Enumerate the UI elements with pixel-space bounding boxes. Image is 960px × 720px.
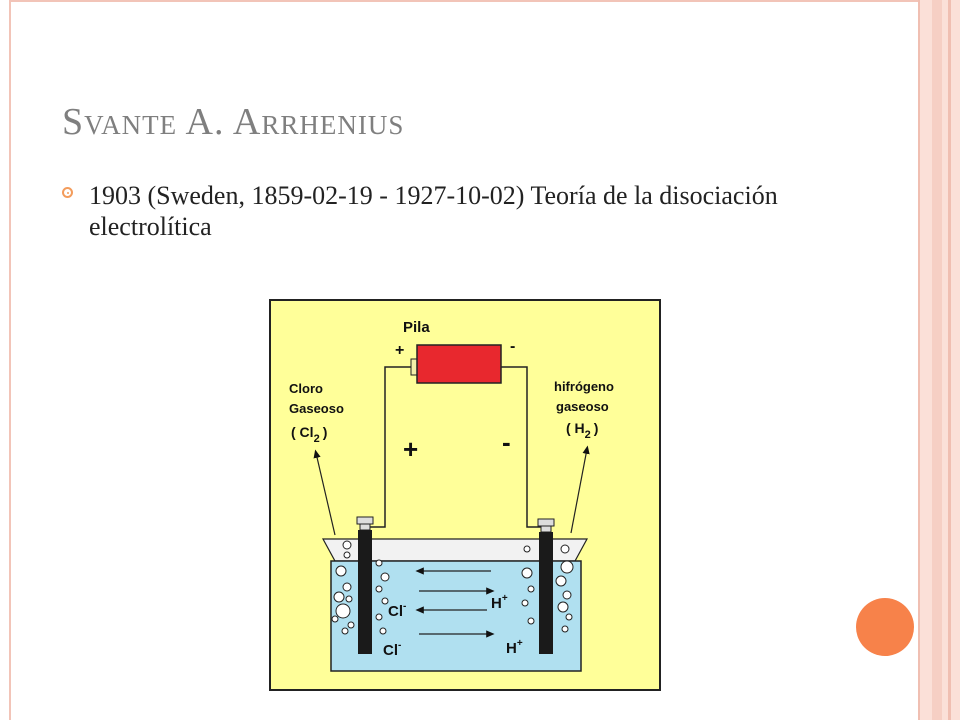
right-gas-arrow <box>570 445 590 534</box>
electrolysis-diagram: Pila + - + - Cloro Gaseoso ( Cl2) hifróg… <box>269 299 661 691</box>
chlorine-bubbles <box>331 540 390 635</box>
left-gas-label-line1: Cloro <box>289 381 323 396</box>
slide-frame-left <box>9 0 11 720</box>
hydrogen-ion-label-1: H+ <box>491 593 508 612</box>
slide-frame-top <box>9 0 919 2</box>
bullet-text: 1903 (Sweden, 1859-02-19 - 1927-10-02) T… <box>89 181 778 241</box>
left-gas-label-line2: Gaseoso <box>289 401 344 416</box>
wire-positive <box>365 366 411 528</box>
right-gas-formula: ( H2) <box>566 420 598 441</box>
right-gas-label-line1: hifrógeno <box>554 379 614 394</box>
bullet-item: 1903 (Sweden, 1859-02-19 - 1927-10-02) T… <box>62 180 822 242</box>
hydrogen-bubbles <box>521 544 574 633</box>
decorative-orange-circle <box>856 598 914 656</box>
battery-plus-sign: + <box>395 342 404 359</box>
chloride-ion-label-2: Cl- <box>383 640 401 659</box>
wire-negative <box>501 366 545 528</box>
anode-cap <box>356 516 374 525</box>
left-gas-arrow <box>313 449 336 536</box>
slide-title: Svante A. Arrhenius <box>62 101 405 143</box>
decorative-side-band <box>918 0 960 720</box>
battery-icon <box>416 344 502 384</box>
hydrogen-ion-label-2: H+ <box>506 638 523 657</box>
chloride-ion-label-1: Cl- <box>388 601 406 620</box>
left-gas-formula: ( Cl2) <box>291 424 327 445</box>
right-gas-label-line2: gaseoso <box>556 399 609 414</box>
cathode-cap <box>537 518 555 527</box>
cathode-electrode <box>539 532 553 654</box>
cathode-sign: - <box>502 427 511 457</box>
battery-label: Pila <box>403 319 430 336</box>
bullet-icon <box>62 187 73 198</box>
anode-sign: + <box>403 434 418 464</box>
anode-electrode <box>358 530 372 654</box>
battery-minus-sign: - <box>510 338 515 355</box>
